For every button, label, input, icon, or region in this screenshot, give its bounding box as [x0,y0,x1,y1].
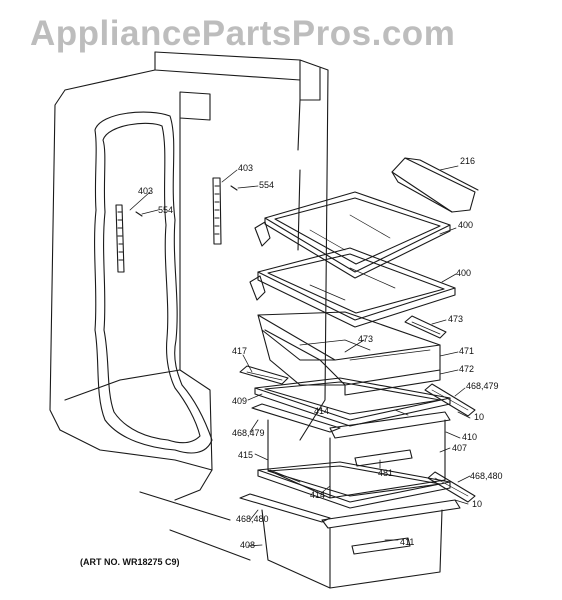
callout-216: 216 [460,156,476,166]
callout-417: 417 [232,346,248,356]
callout-468-480-right: 468,480 [470,471,503,481]
callout-554-right: 554 [259,180,275,190]
callout-472: 472 [459,364,475,374]
snack-pan-assembly [257,311,441,396]
callout-408: 408 [240,540,256,550]
callout-414-upper: 414 [314,406,330,416]
glass-shelf-lower [249,247,456,328]
callout-415: 415 [238,450,254,460]
callout-468-479-right: 468,479 [466,381,499,391]
callout-10-upper: 10 [474,412,485,422]
cabinet-liner [49,51,329,561]
door-gasket [94,111,213,454]
crisper-drawer-lower [239,493,461,589]
door-bin [391,157,479,213]
callout-481: 481 [378,468,394,478]
crisper-cover-upper [254,377,451,427]
callout-400-upper: 400 [458,220,474,230]
callout-409: 409 [232,396,248,406]
callout-407: 407 [452,443,468,453]
crisper-cover-lower [257,461,451,509]
callout-414-lower: 414 [310,490,326,500]
shelf-ladder-left [115,204,143,273]
callout-554-left: 554 [158,205,174,215]
watermark-text: AppliancePartsPros.com [30,14,456,53]
callout-411: 411 [400,537,415,547]
art-number: (ART NO. WR18275 C9) [80,557,180,567]
shelf-ladder-right [212,177,238,245]
callout-403-right: 403 [238,163,254,173]
callout-473-pan: 473 [358,334,374,344]
callout-403-left: 403 [138,186,154,196]
callout-471: 471 [459,346,475,356]
slide-rail-right [404,315,447,339]
callout-400-lower: 400 [456,268,472,278]
callout-468-479-left: 468,479 [232,428,265,438]
callout-leaders [129,165,471,547]
pan-rail-right-lower [427,471,476,503]
slide-rail-left [239,365,289,385]
callout-10-lower: 10 [472,499,483,509]
callout-410: 410 [462,432,478,442]
callout-468-480-left: 468,480 [236,514,269,524]
callout-473-rail: 473 [448,314,464,324]
